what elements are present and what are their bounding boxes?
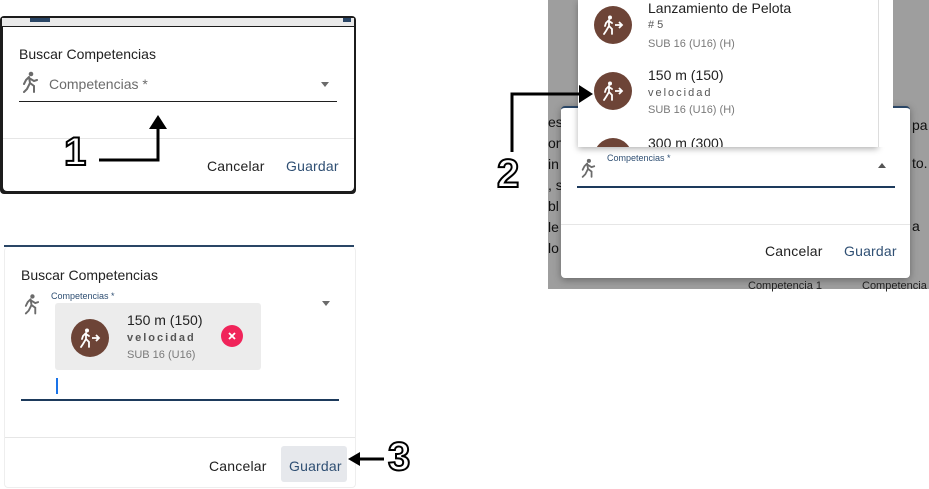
annotation-step-2: 2 [496, 151, 520, 197]
competencias-dropdown-list: Lanzamiento de Pelota # 5 SUB 16 (U16) (… [578, 0, 878, 147]
bg-text-line: lo [548, 240, 559, 256]
runner-icon [21, 71, 39, 98]
option-category: SUB 16 (U16) (H) [648, 38, 735, 50]
option-name: 150 m (150) [648, 67, 724, 83]
annotation-arrow-icon [346, 448, 386, 475]
option-subtitle: velocidad [648, 87, 713, 99]
bg-table-header-2: Competencia [862, 280, 927, 292]
annotation-arrow-icon [505, 82, 595, 161]
dropdown-option[interactable]: Lanzamiento de Pelota # 5 SUB 16 (U16) (… [578, 0, 878, 60]
dialog-divider [561, 224, 910, 225]
annotation-step-1: 1 [63, 129, 87, 175]
chip-category: SUB 16 (U16) [127, 349, 196, 361]
dropdown-arrow-icon[interactable] [321, 82, 329, 87]
competencias-underline [21, 399, 339, 401]
dialog-divider [3, 138, 354, 139]
dropdown-arrow-icon[interactable] [322, 301, 330, 306]
option-category: SUB 16 (U16) (H) [648, 104, 735, 116]
dropdown-arrow-icon[interactable] [878, 163, 886, 168]
dropdown-scrollbar[interactable] [878, 0, 893, 147]
dialog-title: Buscar Competencias [19, 46, 156, 62]
bg-text-line: es [548, 114, 563, 130]
panel1-top-accent [30, 18, 50, 22]
panel1-top-strip [2, 18, 354, 26]
bg-table-header-1: Competencia 1 [748, 280, 822, 292]
selected-chip: 150 m (150) velocidad SUB 16 (U16) [55, 303, 261, 370]
bg-text-line: in [548, 156, 559, 172]
athlete-run-icon [603, 15, 624, 35]
dialog-divider [5, 437, 355, 438]
panel1-dialog: Buscar Competencias Competencias * Cance… [3, 27, 354, 191]
panel3-top-accent [4, 245, 354, 247]
cancel-button[interactable]: Cancelar [207, 158, 265, 174]
save-button[interactable]: Guardar [289, 458, 342, 474]
competencias-underline [577, 186, 895, 188]
save-button-highlight [281, 446, 347, 482]
bg-text-line: , s [548, 177, 563, 193]
annotation-step-3: 3 [387, 434, 411, 480]
bg-text-line: on [548, 135, 564, 151]
bg-text-line: bl [548, 198, 559, 214]
runner-icon [580, 158, 596, 183]
runner-icon [23, 293, 40, 320]
competencias-label: Competencias * [607, 153, 671, 163]
dialog-title: Buscar Competencias [21, 267, 158, 283]
avatar [594, 138, 632, 147]
text-cursor[interactable] [56, 378, 58, 394]
option-name: 300 m (300) [648, 135, 724, 147]
avatar [594, 6, 632, 44]
avatar [71, 319, 109, 357]
dropdown-option-highlighted[interactable]: 150 m (150) velocidad SUB 16 (U16) (H) [578, 60, 878, 124]
athlete-run-icon [603, 81, 624, 101]
bg-text-right-3: a [912, 218, 920, 234]
save-button[interactable]: Guardar [286, 158, 339, 174]
bg-text-line: le [548, 219, 559, 235]
chip-name: 150 m (150) [127, 312, 203, 328]
dropdown-option[interactable]: 300 m (300) [578, 124, 878, 147]
cancel-button[interactable]: Cancelar [765, 243, 823, 259]
panel1-top-accent-right [343, 18, 351, 22]
athlete-run-icon [80, 328, 101, 348]
save-button[interactable]: Guardar [844, 243, 897, 259]
bg-text-right-2: to. [912, 155, 928, 171]
annotation-arrow-icon [96, 112, 176, 169]
remove-chip-icon[interactable] [221, 325, 243, 347]
chip-subtitle: velocidad [127, 332, 196, 344]
cancel-button[interactable]: Cancelar [209, 458, 267, 474]
competencias-label: Competencias * [51, 291, 115, 301]
option-name: Lanzamiento de Pelota [648, 0, 792, 16]
bg-text-right-1: pa [912, 117, 928, 133]
panel3-dialog: Buscar Competencias Competencias * 150 m… [4, 247, 356, 488]
competencias-underline [19, 101, 337, 102]
option-subtitle: # 5 [648, 19, 664, 31]
avatar [594, 72, 632, 110]
competencias-input[interactable]: Competencias * [49, 76, 148, 92]
panel2-bg-text-left: es on in , s bl le lo [548, 112, 564, 259]
